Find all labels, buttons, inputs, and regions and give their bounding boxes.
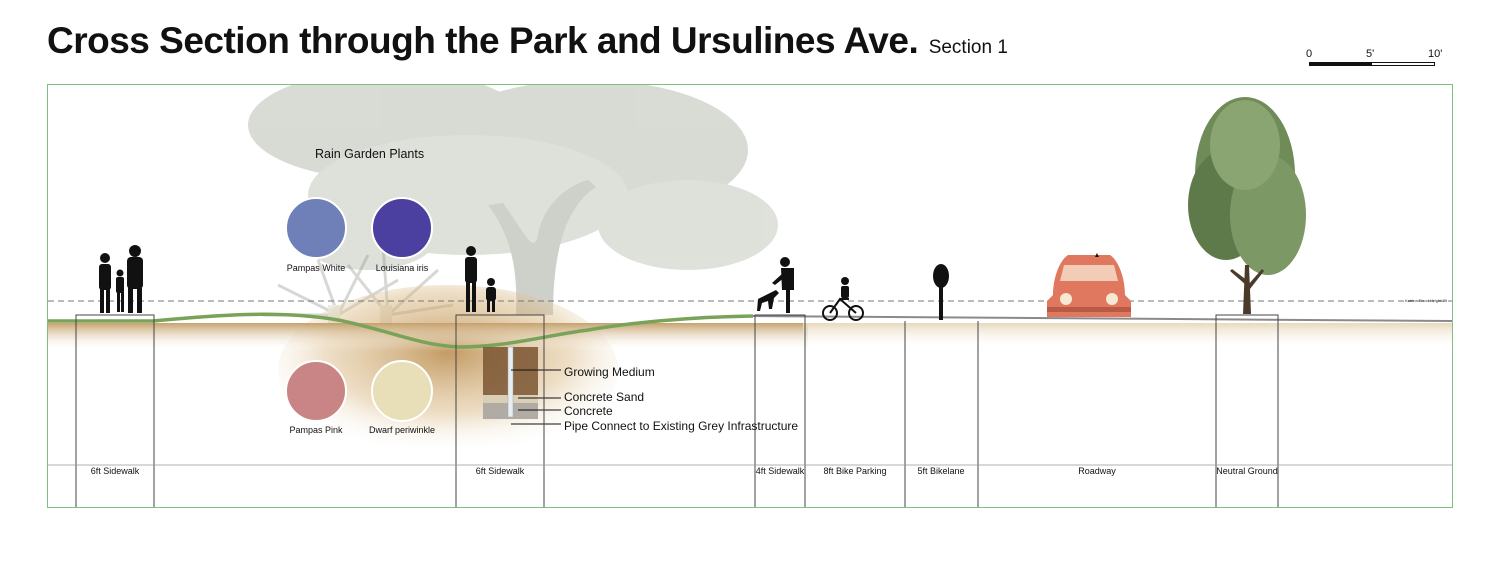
page-title: Cross Section through the Park and Ursul… xyxy=(47,20,1008,62)
adult-child-icon xyxy=(465,246,496,312)
pedestrian-family-icon xyxy=(99,245,143,313)
scale-bar: 0 5' 10' xyxy=(1300,48,1450,72)
plant-circles xyxy=(285,197,433,422)
person-dog-icon xyxy=(757,257,794,313)
zone-label-sidewalk-park: 6ft Sidewalk xyxy=(475,466,525,476)
zone-label-sidewalk-left: 6ft Sidewalk xyxy=(90,466,140,476)
plant-label-louisiana-iris: Louisiana iris xyxy=(375,263,429,273)
child-bicycle-icon xyxy=(822,297,864,321)
zone-label-bikelane: 5ft Bikelane xyxy=(917,466,965,476)
zone-label-neutral-ground: Neutral Ground xyxy=(1216,466,1278,476)
plant-circle-pampas-pink xyxy=(285,360,347,422)
scale-bar-light-segment xyxy=(1371,62,1435,66)
park-soil-band xyxy=(48,323,808,351)
scale-label-0: 0 xyxy=(1306,48,1313,60)
parked-bike-icon xyxy=(933,264,949,320)
layer-label-pipe: Pipe Connect to Existing Grey Infrastruc… xyxy=(564,419,799,433)
layer-label-concrete-sand: Concrete Sand xyxy=(564,390,645,404)
plant-label-dwarf-periwinkle: Dwarf periwinkle xyxy=(368,425,436,435)
plant-circle-pampas-white xyxy=(285,197,347,259)
grass-surface xyxy=(48,312,754,349)
cross-section-frame: Rain Garden Plants Pampas White Louisian… xyxy=(47,84,1453,508)
layer-label-growing-medium: Growing Medium xyxy=(564,365,655,379)
scale-label-10: 10' xyxy=(1428,48,1443,60)
street-surface xyxy=(752,315,1452,322)
child-cyclist-icon xyxy=(841,277,849,298)
scale-bar-dark-segment xyxy=(1309,62,1371,66)
bioswale-section xyxy=(483,346,561,425)
plant-circle-louisiana-iris xyxy=(371,197,433,259)
zone-label-roadway: Roadway xyxy=(1078,466,1116,476)
title-subtitle: Section 1 xyxy=(928,37,1008,58)
plant-label-pampas-white: Pampas White xyxy=(286,263,346,273)
flood-line-label: Katrina Flood Height 3ft xyxy=(1405,298,1448,303)
rain-garden-heading: Rain Garden Plants xyxy=(315,147,425,161)
plant-circle-dwarf-periwinkle xyxy=(371,360,433,422)
zone-outlines xyxy=(75,314,1279,507)
car-icon xyxy=(1047,253,1131,317)
title-main: Cross Section through the Park and Ursul… xyxy=(47,20,919,61)
street-tree-icon xyxy=(1188,97,1306,314)
zone-label-bike-parking: 8ft Bike Parking xyxy=(823,466,887,476)
plant-label-pampas-pink: Pampas Pink xyxy=(289,425,343,435)
zone-label-sidewalk-4ft: 4ft Sidewalk xyxy=(755,466,805,476)
layer-label-concrete: Concrete xyxy=(564,404,613,418)
cross-section-drawing xyxy=(48,85,1452,507)
scale-label-5: 5' xyxy=(1366,48,1375,60)
street-soil-band xyxy=(803,323,1452,349)
